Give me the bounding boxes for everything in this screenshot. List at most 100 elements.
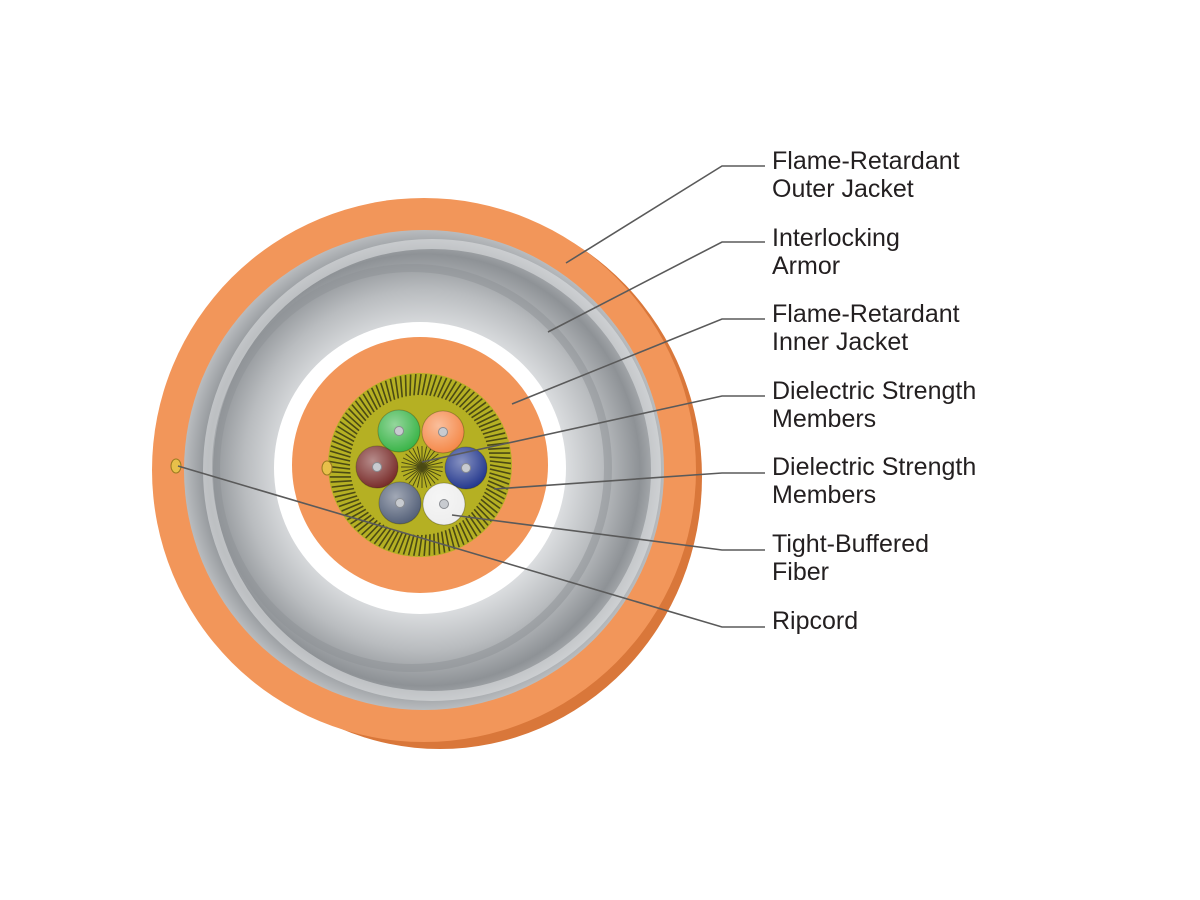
- strength-member-strand: [417, 373, 422, 396]
- central-member-strand: [408, 466, 423, 484]
- strength-member-strand: [465, 398, 483, 413]
- strength-member-strand: [489, 460, 512, 465]
- strength-member-strand: [329, 470, 351, 474]
- callout-strength-members-2-line2: Members: [772, 481, 877, 509]
- central-member-strand: [421, 466, 443, 473]
- strength-member-strand: [489, 468, 511, 475]
- strength-member-strand: [480, 422, 502, 432]
- armor-ridge-outer: [203, 239, 661, 701]
- strength-member-strand: [384, 380, 392, 402]
- callout-strength-members-1-line1: Dielectric Strength: [772, 377, 977, 405]
- strength-member-strand: [428, 534, 431, 556]
- fiber-core: [439, 499, 449, 509]
- strength-member-strand: [455, 524, 465, 546]
- strength-member-strand: [346, 508, 367, 521]
- leader-line-strength-members-2: [493, 472, 765, 490]
- callout-outer-jacket-line1: Flame-Retardant: [772, 147, 960, 175]
- strength-member-strand: [329, 455, 351, 462]
- strength-member-strand: [330, 445, 352, 454]
- strength-member-strand: [369, 524, 385, 542]
- strength-member-strand: [484, 432, 506, 439]
- strength-member-strand: [404, 375, 407, 397]
- central-member-strand: [416, 446, 423, 468]
- fiber-orange: [421, 410, 465, 454]
- strength-member-strand: [362, 393, 375, 413]
- central-member-strand: [421, 446, 428, 468]
- ripcord-inner: [321, 460, 333, 476]
- leader-line-strength-members-1: [421, 395, 765, 463]
- central-member-strand: [421, 466, 442, 477]
- strength-member-strand: [380, 382, 389, 404]
- strength-member-strand: [476, 505, 492, 522]
- strength-member-strand: [471, 405, 490, 419]
- strength-member-strand: [338, 498, 360, 508]
- strength-member-strand: [341, 502, 362, 512]
- strength-member-strand: [489, 472, 511, 480]
- leader-line-tight-buffered-fiber: [451, 514, 765, 551]
- strength-member-strand: [366, 390, 378, 410]
- strength-member-strand: [357, 517, 375, 532]
- strength-member-strand: [488, 476, 510, 485]
- central-member-strand: [408, 450, 423, 468]
- strength-member-strand: [421, 374, 428, 396]
- strength-member-strand: [444, 381, 458, 401]
- strength-member-strand: [440, 379, 453, 399]
- strength-member-strand: [409, 374, 412, 396]
- callout-interlocking-armor-line1: Interlocking: [772, 224, 900, 252]
- central-member-strand: [416, 466, 423, 488]
- central-member-strand: [421, 466, 428, 488]
- strength-member-strand: [476, 413, 497, 425]
- callout-inner-jacket-line1: Flame-Retardant: [772, 300, 960, 328]
- strength-member-strand: [470, 511, 486, 530]
- leader-line-interlocking-armor: [547, 241, 765, 333]
- leader-line-outer-jacket: [565, 165, 765, 264]
- leader-line-inner-jacket: [511, 318, 765, 405]
- strength-member-strand: [433, 533, 436, 555]
- strength-member-strand: [389, 378, 396, 400]
- leader-line-ripcord: [177, 465, 765, 628]
- central-member-strand: [421, 466, 432, 487]
- callout-inner-jacket-line2: Inner Jacket: [772, 328, 909, 356]
- strength-member-strand: [452, 385, 467, 404]
- strength-member-strand: [473, 508, 489, 526]
- central-member-strand: [402, 457, 423, 468]
- central-member-strand: [405, 453, 423, 468]
- strength-member-strand: [351, 404, 367, 422]
- strength-member-strand: [354, 400, 370, 419]
- strength-member-strand: [478, 502, 496, 518]
- strength-member-strand: [433, 376, 443, 397]
- callout-ripcord: Ripcord: [772, 607, 1192, 635]
- strength-member-strand: [440, 531, 446, 553]
- strength-member-strand: [489, 456, 511, 460]
- strength-member-strand: [339, 420, 358, 435]
- strength-member-strand: [331, 483, 353, 488]
- strength-member-strand: [468, 401, 487, 416]
- strength-member-strand: [348, 408, 364, 425]
- central-member-strand: [421, 461, 443, 468]
- strength-member-strand: [358, 396, 372, 416]
- strength-member-strand: [412, 534, 419, 556]
- strength-member-strand: [333, 487, 355, 493]
- strength-member-strand: [473, 409, 494, 422]
- strength-member-strand: [392, 532, 403, 553]
- fiber-core: [372, 462, 382, 472]
- strength-member-strand: [328, 465, 351, 470]
- fiber-blue: [444, 446, 488, 490]
- strength-member-strand: [337, 425, 356, 439]
- strength-member-strand: [425, 374, 433, 396]
- strength-member-strand: [378, 528, 392, 547]
- callout-strength-members-2: Dielectric Strength Members: [772, 453, 1192, 509]
- strength-member-strand: [402, 534, 411, 555]
- strength-member-strand: [458, 522, 470, 543]
- strength-member-strand: [448, 528, 456, 550]
- strength-member-strand: [478, 418, 499, 428]
- callout-tight-buffered-fiber-line1: Tight-Buffered: [772, 530, 930, 558]
- callout-strength-members-2-line1: Dielectric Strength: [772, 453, 977, 481]
- fiber-green: [377, 409, 421, 453]
- central-member-strand: [405, 466, 423, 481]
- central-member-strand: [401, 466, 423, 473]
- strength-member-strand: [407, 534, 415, 556]
- strength-member-strand: [333, 435, 354, 446]
- central-strength-member-strands: [401, 446, 443, 488]
